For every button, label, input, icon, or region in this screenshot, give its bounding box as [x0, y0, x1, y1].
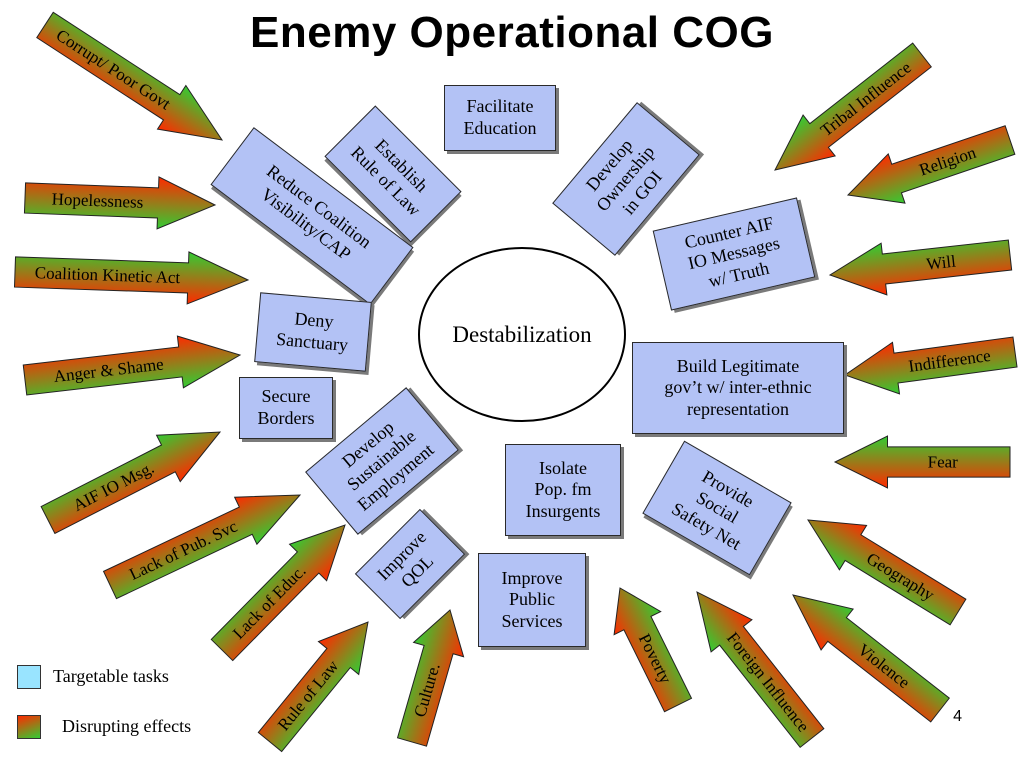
arrow-label: Will [925, 252, 957, 274]
arrow-culture: Culture. [396, 609, 465, 747]
page-number: 4 [953, 708, 962, 725]
arrow-shape [13, 251, 250, 305]
legend-label-disrupting: Disrupting effects [62, 716, 192, 736]
arrow-label: Lack of Educ. [229, 561, 310, 643]
task-deny-sanctuary: Deny Sanctuary [254, 292, 372, 372]
arrow-shape [396, 609, 465, 747]
arrow-label: Hopelessness [51, 189, 143, 211]
arrow-coalition-kinetic-act: Coalition Kinetic Act [13, 251, 250, 305]
task-build-legitimate-gov: Build Legitimate gov’t w/ inter-ethnic r… [632, 342, 844, 434]
arrow-label: Tribal Influence [817, 58, 915, 140]
arrow-religion: Religion [846, 125, 1016, 204]
arrow-corrupt-poor-govt: Corrupt/ Poor Govt [36, 11, 224, 141]
arrow-poverty: Poverty [613, 587, 693, 713]
arrow-shape [613, 587, 693, 713]
arrow-shape [792, 594, 950, 723]
legend-label-targetable: Targetable tasks [53, 666, 169, 686]
legend-swatch-disrupting [17, 715, 41, 739]
arrow-shape [257, 621, 369, 753]
arrow-indifference: Indifference [843, 336, 1018, 395]
arrow-shape [102, 494, 302, 600]
arrow-label: Coalition Kinetic Act [35, 263, 181, 287]
center-label: Destabilization [452, 321, 592, 347]
arrow-shape [696, 591, 825, 749]
arrow-shape [40, 431, 222, 535]
slide-title: Enemy Operational COG [250, 8, 774, 57]
arrow-shape [774, 42, 932, 171]
arrow-shape [828, 239, 1013, 296]
arrow-will: Will [828, 239, 1013, 296]
arrow-hopelessness: Hopelessness [23, 176, 217, 230]
task-secure-borders: Secure Borders [239, 377, 333, 439]
arrow-shape [36, 11, 224, 141]
legend-swatch-targetable [17, 665, 41, 689]
arrow-shape [833, 435, 1011, 489]
task-improve-public-services: Improve Public Services [478, 553, 586, 647]
center-of-gravity-circle: Destabilization [418, 247, 626, 422]
arrow-shape [210, 524, 346, 662]
arrow-label: Lack of Pub. Svc [126, 516, 240, 583]
arrow-label: Corrupt/ Poor Govt [53, 25, 174, 113]
arrow-fear: Fear [833, 435, 1011, 489]
task-isolate-pop: Isolate Pop. fm Insurgents [505, 444, 621, 536]
arrow-label: Fear [928, 453, 959, 472]
arrow-shape [23, 176, 217, 230]
arrow-rule-of-law: Rule of Law [257, 621, 369, 753]
arrow-aif-io-msg: AIF IO Msg. [40, 431, 222, 535]
arrow-label: Foreign Influence [723, 629, 813, 736]
task-facilitate-education: Facilitate Education [444, 85, 556, 151]
arrow-shape [846, 125, 1016, 204]
arrow-shape [843, 336, 1018, 395]
arrow-label: Rule of Law [274, 656, 343, 734]
arrow-shape [807, 519, 967, 626]
arrow-anger-shame: Anger & Shame [22, 335, 242, 396]
arrow-shape [22, 335, 242, 396]
